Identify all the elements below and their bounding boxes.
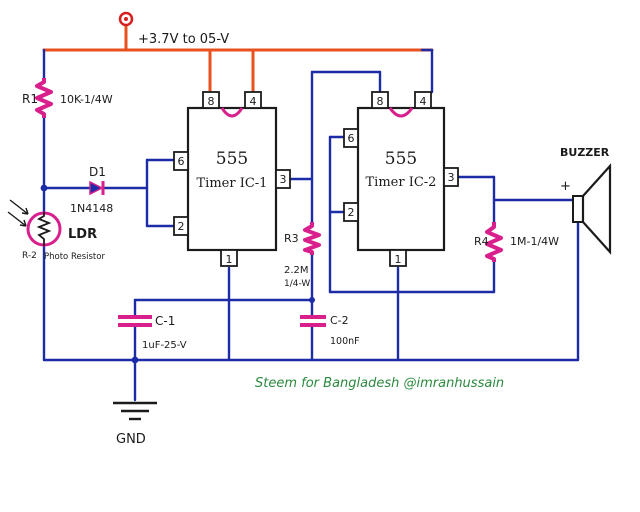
c1-ref: C-1 [155,314,175,328]
resistor-r3 [303,222,321,255]
ldr-r2 [7,199,62,247]
capacitor-c1 [118,315,152,327]
credit-text: Steem for Bangladesh @imranhussain [255,376,504,391]
buzzer-plus: + [560,179,571,194]
ldr-name: LDR [68,227,97,242]
supply-terminal [118,11,134,27]
ic2-pin8: 8 [377,95,384,108]
buzzer-label: BUZZER [560,146,610,159]
r3-value: 2.2M [284,265,309,276]
ic2-name: Timer IC-2 [366,175,437,190]
r3-watt: 1/4-W [284,279,310,289]
ic1-pin6: 6 [178,155,185,168]
r1-value: 10K-1/4W [60,93,113,106]
ic2-number: 555 [385,149,417,169]
ic1-pin4: 4 [250,95,257,108]
ic2-pin6: 6 [348,132,355,145]
c2-value: 100nF [330,336,360,347]
ic1-name: Timer IC-1 [197,176,268,191]
c2-ref: C-2 [330,314,349,327]
ic2-pin1: 1 [395,253,402,266]
supply-label: +3.7V to 05-V [138,32,229,47]
c1-value: 1uF-25-V [142,340,187,351]
ic1-pin8: 8 [208,95,215,108]
d1-ref: D1 [89,165,106,179]
diode-d1 [89,180,105,196]
ic2-pin3: 3 [448,171,455,184]
junction-dots [40,184,315,364]
ic1-pin1: 1 [226,253,233,266]
r3-ref: R3 [284,232,299,245]
ic1-pin3: 3 [280,173,287,186]
ic2-pin2: 2 [348,206,355,219]
resistor-r4 [485,222,503,262]
ground-label: GND [116,432,146,447]
ic2-pin4: 4 [420,95,427,108]
r4-ref: R4 [474,235,489,248]
ic2-body [343,91,459,267]
buzzer [572,163,612,255]
ground-symbol [113,401,157,421]
ldr-desc: Photo Resistor [44,252,105,262]
r1-ref: R1 [22,92,38,106]
d1-value: 1N4148 [70,202,113,215]
ic1-pin2: 2 [178,220,185,233]
supply-rail [42,24,434,94]
ic1-number: 555 [216,149,248,169]
resistor-r1 [35,78,53,118]
capacitor-c2 [300,315,326,327]
ldr-ref: R-2 [22,251,37,261]
ic1-body [173,91,291,267]
r4-value: 1M-1/4W [510,235,559,248]
